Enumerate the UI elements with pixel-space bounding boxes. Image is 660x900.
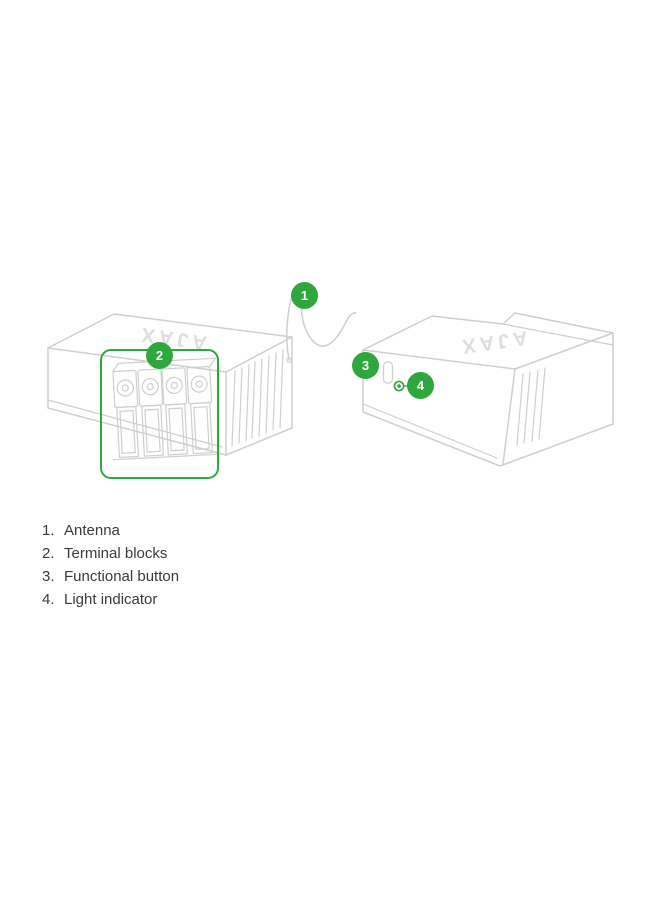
- left-device-illustration: AJAX: [47, 285, 357, 479]
- legend-item-functional-button: 3. Functional button: [42, 565, 179, 588]
- left-device-vents: [231, 349, 284, 447]
- legend-label: Light indicator: [64, 591, 158, 608]
- legend-number: 2.: [42, 545, 55, 562]
- light-indicator-drawing: [393, 380, 408, 392]
- legend-number: 4.: [42, 591, 55, 608]
- left-device-body: [47, 313, 293, 456]
- brand-logo-right: AJAX: [457, 326, 529, 357]
- right-device-vents: [516, 367, 546, 446]
- callout-antenna: 1: [291, 282, 318, 309]
- legend-number: 1.: [42, 522, 55, 539]
- legend-list: 1. Antenna 2. Terminal blocks 3. Functio…: [42, 519, 179, 611]
- legend-number: 3.: [42, 568, 55, 585]
- right-device-illustration: AJAX: [362, 312, 614, 467]
- legend-label: Terminal blocks: [64, 545, 168, 562]
- functional-button-drawing: [382, 361, 394, 384]
- legend-item-terminal-blocks: 2. Terminal blocks: [42, 542, 179, 565]
- callout-terminal-blocks: 2: [146, 342, 173, 369]
- terminal-blocks-drawing: [112, 357, 219, 461]
- antenna-wire: [286, 285, 357, 363]
- callout-light-indicator: 4: [407, 372, 434, 399]
- callout-functional-button: 3: [352, 352, 379, 379]
- legend-label: Antenna: [64, 522, 120, 539]
- legend-item-antenna: 1. Antenna: [42, 519, 179, 542]
- right-device-seam: [362, 403, 498, 459]
- legend-item-light-indicator: 4. Light indicator: [42, 588, 179, 611]
- right-device-lid-step: [502, 323, 614, 346]
- legend-label: Functional button: [64, 568, 180, 585]
